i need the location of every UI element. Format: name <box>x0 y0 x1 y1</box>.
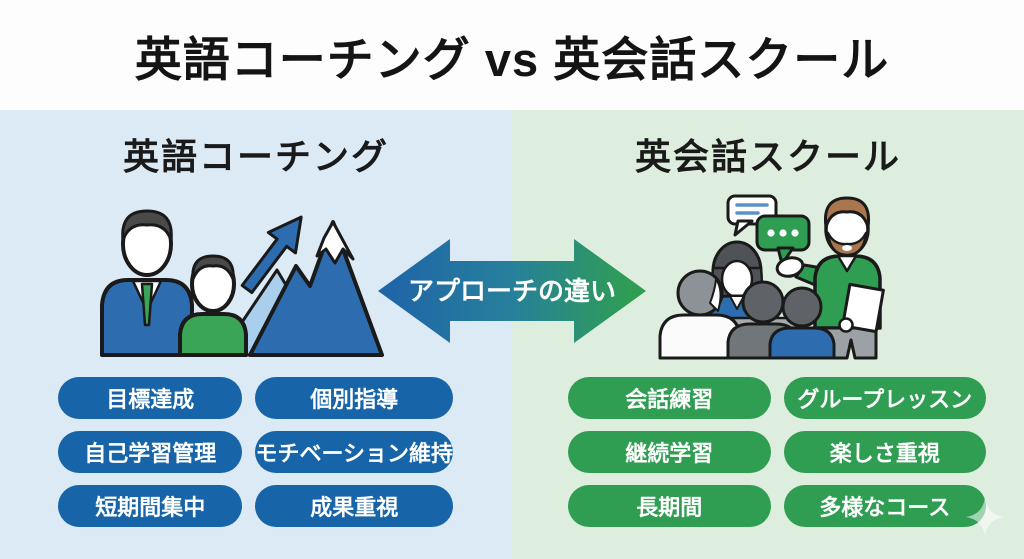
feature-pill: 楽しさ重視 <box>783 431 986 473</box>
page-title: 英語コーチング vs 英会話スクール <box>134 32 890 86</box>
feature-pill: 個別指導 <box>255 377 453 419</box>
coaching-illustration <box>100 209 384 357</box>
chat-bubble-icon <box>755 214 811 266</box>
feature-pill: 長期間 <box>568 485 771 527</box>
feature-pill: 継続学習 <box>568 431 771 473</box>
students-group-icon <box>658 240 836 360</box>
coaching-panel: 英語コーチング <box>0 110 512 559</box>
divider-label: アプローチの違い <box>408 276 616 306</box>
coaching-feature-pills: 目標達成 個別指導 自己学習管理 モチベーション維持 短期間集中 成果重視 <box>58 377 453 527</box>
feature-pill: モチベーション維持 <box>255 431 453 473</box>
coaching-panel-heading: 英語コーチング <box>122 136 389 177</box>
feature-pill: 成果重視 <box>255 485 453 527</box>
approach-difference-arrow: アプローチの違い <box>378 239 646 343</box>
feature-pill: 多様なコース <box>783 485 986 527</box>
student-icon <box>178 254 248 357</box>
school-feature-pills: 会話練習 グループレッスン 継続学習 楽しさ重視 長期間 多様なコース <box>568 377 986 527</box>
feature-pill: 短期間集中 <box>58 485 243 527</box>
feature-pill: 目標達成 <box>58 377 243 419</box>
coach-icon <box>100 209 194 357</box>
teacher-icon <box>775 196 885 360</box>
school-illustration <box>658 194 885 360</box>
school-panel: 英会話スクール <box>512 110 1024 559</box>
sparkle-icon <box>965 497 1005 537</box>
growth-arrow-icon <box>240 215 303 295</box>
feature-pill: グループレッスン <box>783 377 986 419</box>
school-panel-heading: 英会話スクール <box>634 136 901 177</box>
feature-pill: 自己学習管理 <box>58 431 243 473</box>
feature-pill: 会話練習 <box>568 377 771 419</box>
